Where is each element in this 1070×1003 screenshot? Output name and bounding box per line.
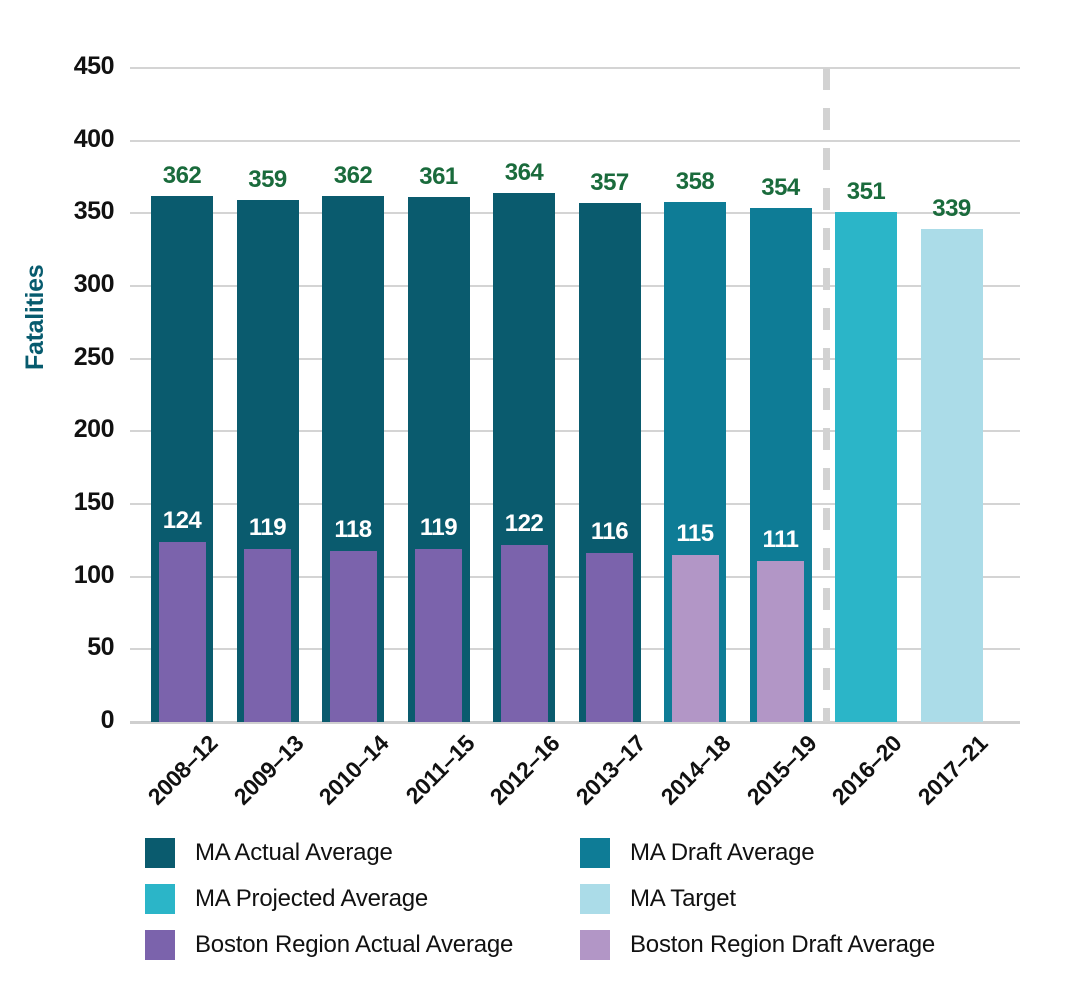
legend-item[interactable]: MA Target xyxy=(580,884,736,914)
legend-label: MA Target xyxy=(630,885,736,912)
legend-swatch xyxy=(580,884,610,914)
legend-item[interactable]: MA Draft Average xyxy=(580,838,815,868)
bar-inner[interactable] xyxy=(415,549,462,722)
gridline xyxy=(130,139,1020,142)
legend-swatch xyxy=(145,838,175,868)
bar-value-label: 359 xyxy=(248,166,287,194)
x-tick-label: 2012–16 xyxy=(484,730,565,810)
legend-label: Boston Region Draft Average xyxy=(630,931,936,958)
bar-inner[interactable] xyxy=(500,544,548,722)
gridline xyxy=(130,212,1020,215)
bar-value-label: 111 xyxy=(762,525,799,553)
x-tick-label: 2017–21 xyxy=(912,730,992,810)
legend-swatch xyxy=(580,930,610,960)
legend-label: Boston Region Actual Average xyxy=(195,931,514,958)
bar-value-label: 362 xyxy=(162,161,202,189)
legend-label: MA Actual Average xyxy=(195,839,393,866)
bar-value-label: 119 xyxy=(419,514,458,542)
x-tick-label: 2016–20 xyxy=(826,730,907,810)
bar-value-label: 122 xyxy=(504,509,544,537)
x-axis-line xyxy=(130,721,1020,724)
y-tick-label: 100 xyxy=(73,560,115,589)
y-tick-label: 450 xyxy=(73,52,115,80)
bar-inner[interactable] xyxy=(757,560,804,722)
y-tick-label: 350 xyxy=(73,197,115,226)
bar-value-label: 118 xyxy=(334,515,372,543)
x-tick-label: 2009–13 xyxy=(228,730,308,810)
y-tick-label: 400 xyxy=(73,124,115,153)
bar-inner[interactable] xyxy=(244,549,291,722)
x-tick-label: 2010–14 xyxy=(313,730,394,810)
legend-label: MA Draft Average xyxy=(630,839,815,866)
bar-value-label: 358 xyxy=(675,167,715,195)
legend-swatch xyxy=(145,930,175,960)
legend-item[interactable]: Boston Region Draft Average xyxy=(580,930,935,960)
x-tick-label: 2008–12 xyxy=(142,730,223,810)
bar-value-label: 119 xyxy=(248,514,287,542)
bar-inner[interactable] xyxy=(329,550,377,722)
legend-item[interactable]: Boston Region Actual Average xyxy=(145,930,513,960)
legend-item[interactable]: MA Projected Average xyxy=(145,884,428,914)
legend-label: MA Projected Average xyxy=(195,885,429,912)
x-tick-label: 2014–18 xyxy=(655,730,736,810)
bar-value-label: 124 xyxy=(162,506,202,534)
bar-inner[interactable] xyxy=(586,553,633,722)
y-tick-label: 250 xyxy=(73,342,115,371)
y-tick-label: 0 xyxy=(100,706,115,734)
x-tick-label: 2013–17 xyxy=(570,730,650,810)
bar-value-label: 361 xyxy=(419,163,458,191)
gridline xyxy=(130,357,1020,360)
bar-value-label: 351 xyxy=(846,177,886,205)
bar-value-label: 339 xyxy=(932,195,971,223)
legend-item[interactable]: MA Actual Average xyxy=(145,838,393,868)
bar-inner[interactable] xyxy=(671,554,719,722)
bar-value-label: 115 xyxy=(676,519,714,547)
legend-swatch xyxy=(145,884,175,914)
y-tick-label: 50 xyxy=(87,633,114,662)
gridline xyxy=(130,430,1020,433)
bar-inner[interactable] xyxy=(158,541,206,722)
bar-outer[interactable] xyxy=(835,211,897,722)
gridline xyxy=(130,575,1020,578)
bar-outer[interactable] xyxy=(920,229,983,722)
gridline xyxy=(130,67,1020,69)
y-tick-label: 300 xyxy=(73,270,115,298)
gridline xyxy=(130,285,1020,287)
bar-value-label: 354 xyxy=(761,173,800,201)
bar-value-label: 364 xyxy=(504,158,544,186)
gridline xyxy=(130,648,1020,651)
projection-divider xyxy=(823,68,830,722)
plot-area: 362 124 359 119 362 118 361 119 364 122 357 116 358 1… xyxy=(130,67,1020,724)
y-tick-label: 150 xyxy=(73,488,115,516)
x-tick-label: 2015–19 xyxy=(741,730,821,810)
x-tick-label: 2011–15 xyxy=(400,730,479,809)
gridline xyxy=(130,503,1020,505)
y-tick-label: 200 xyxy=(73,415,115,444)
bar-value-label: 362 xyxy=(333,161,373,189)
bar-value-label: 357 xyxy=(590,169,629,197)
legend-swatch xyxy=(580,838,610,868)
bar-value-label: 116 xyxy=(590,518,629,546)
